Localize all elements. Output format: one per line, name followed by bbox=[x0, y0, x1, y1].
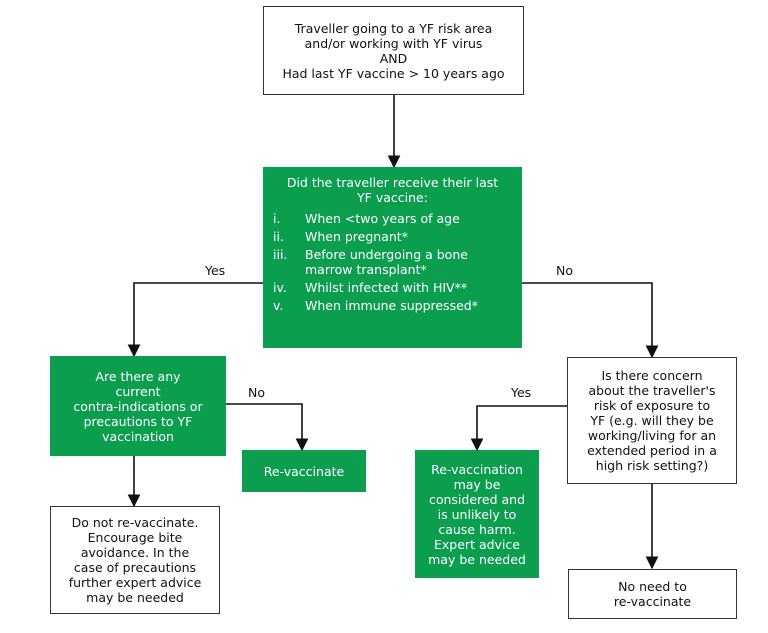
start-line: Had last YF vaccine > 10 years ago bbox=[282, 65, 505, 81]
question2-line: current bbox=[115, 383, 161, 399]
question1-heading: Did the traveller receive their last bbox=[286, 175, 499, 190]
may-be-line: cause harm. bbox=[438, 521, 516, 537]
do-not-line: further expert advice bbox=[68, 575, 202, 590]
question2-line: Are there any bbox=[95, 368, 181, 384]
do-not-line: Do not re-vaccinate. bbox=[71, 515, 199, 530]
question1-list: i.When <two years of age ii.When pregnan… bbox=[273, 211, 512, 316]
revaccinate-label: Re-vaccinate bbox=[263, 463, 345, 479]
do-not-line: Encourage bite bbox=[87, 530, 183, 545]
do-not-line: avoidance. In the bbox=[80, 545, 190, 560]
no-need-box: No need to re-vaccinate bbox=[568, 569, 737, 619]
question3-line: risk of exposure to bbox=[593, 398, 711, 413]
arrow-q3-yes bbox=[470, 405, 567, 452]
list-item: iv.Whilst infected with HIV** bbox=[273, 280, 468, 295]
list-item: iii.Before undergoing a bone marrow tran… bbox=[273, 247, 468, 277]
question3-line: Is there concern bbox=[601, 368, 703, 383]
start-line: Traveller going to a YF risk area bbox=[294, 20, 493, 36]
no-right-label: No bbox=[556, 263, 573, 278]
do-not-revaccinate-box: Do not re-vaccinate. Encourage bite avoi… bbox=[50, 506, 220, 614]
may-be-line: Expert advice bbox=[434, 536, 520, 552]
no-left-label: No bbox=[248, 385, 265, 400]
list-item: i.When <two years of age bbox=[273, 211, 460, 226]
yes-right-label: Yes bbox=[511, 385, 532, 400]
question1-heading: YF vaccine: bbox=[357, 190, 428, 205]
question1-box: Did the traveller receive their last YF … bbox=[263, 167, 522, 348]
question2-line: contra-indications or bbox=[73, 398, 203, 414]
question2-line: vaccination bbox=[102, 428, 174, 444]
start-line: and/or working with YF virus bbox=[304, 35, 483, 51]
start-line: AND bbox=[379, 50, 408, 66]
do-not-line: case of precautions bbox=[73, 560, 197, 575]
may-be-line: is unlikely to bbox=[437, 506, 517, 522]
question3-line: high risk setting?) bbox=[595, 458, 709, 473]
question3-box: Is there concern about the traveller's r… bbox=[567, 357, 737, 484]
no-need-line: re-vaccinate bbox=[613, 594, 692, 609]
question3-line: extended period in a bbox=[587, 443, 717, 458]
may-be-line: may be needed bbox=[428, 551, 526, 567]
may-be-considered-box: Re-vaccination may be considered and is … bbox=[415, 450, 539, 578]
do-not-line: may be needed bbox=[86, 590, 184, 605]
question3-line: about the traveller's bbox=[588, 383, 716, 398]
arrow-q2-no bbox=[226, 403, 309, 452]
revaccinate-box: Re-vaccinate bbox=[242, 450, 366, 492]
list-item: v.When immune suppressed* bbox=[273, 298, 478, 313]
yes-left-label: Yes bbox=[205, 263, 226, 278]
arrow-q1-yes bbox=[127, 282, 263, 358]
may-be-line: Re-vaccination bbox=[431, 461, 523, 477]
may-be-line: may be bbox=[453, 476, 501, 492]
list-item: ii.When pregnant* bbox=[273, 229, 408, 244]
start-box: Traveller going to a YF risk area and/or… bbox=[263, 6, 524, 95]
question2-box: Are there any current contra-indications… bbox=[50, 356, 226, 456]
no-need-line: No need to bbox=[618, 579, 687, 594]
question2-line: precautions to YF bbox=[83, 413, 193, 429]
question3-line: working/living for an bbox=[587, 428, 717, 443]
question3-line: YF (e.g. will they be bbox=[590, 413, 714, 428]
may-be-line: considered and bbox=[428, 491, 526, 507]
arrow-q1-no bbox=[522, 282, 659, 359]
